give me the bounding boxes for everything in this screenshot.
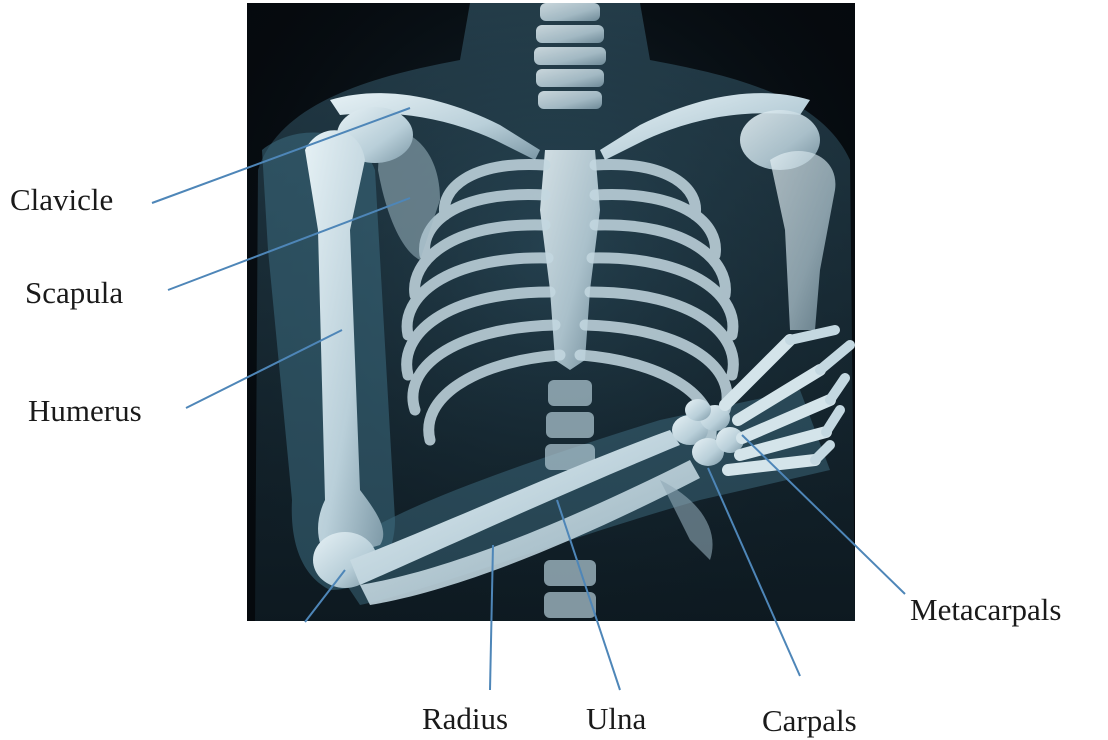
label-ulna: Ulna xyxy=(586,703,646,734)
label-humerus: Humerus xyxy=(28,395,142,426)
label-scapula: Scapula xyxy=(25,277,123,308)
label-radius: Radius xyxy=(422,703,508,734)
label-metacarpals: Metacarpals xyxy=(910,594,1061,625)
label-clavicle: Clavicle xyxy=(10,184,113,215)
xray-panel xyxy=(247,3,855,621)
label-carpals: Carpals xyxy=(762,705,857,736)
cervical-spine xyxy=(534,3,606,109)
